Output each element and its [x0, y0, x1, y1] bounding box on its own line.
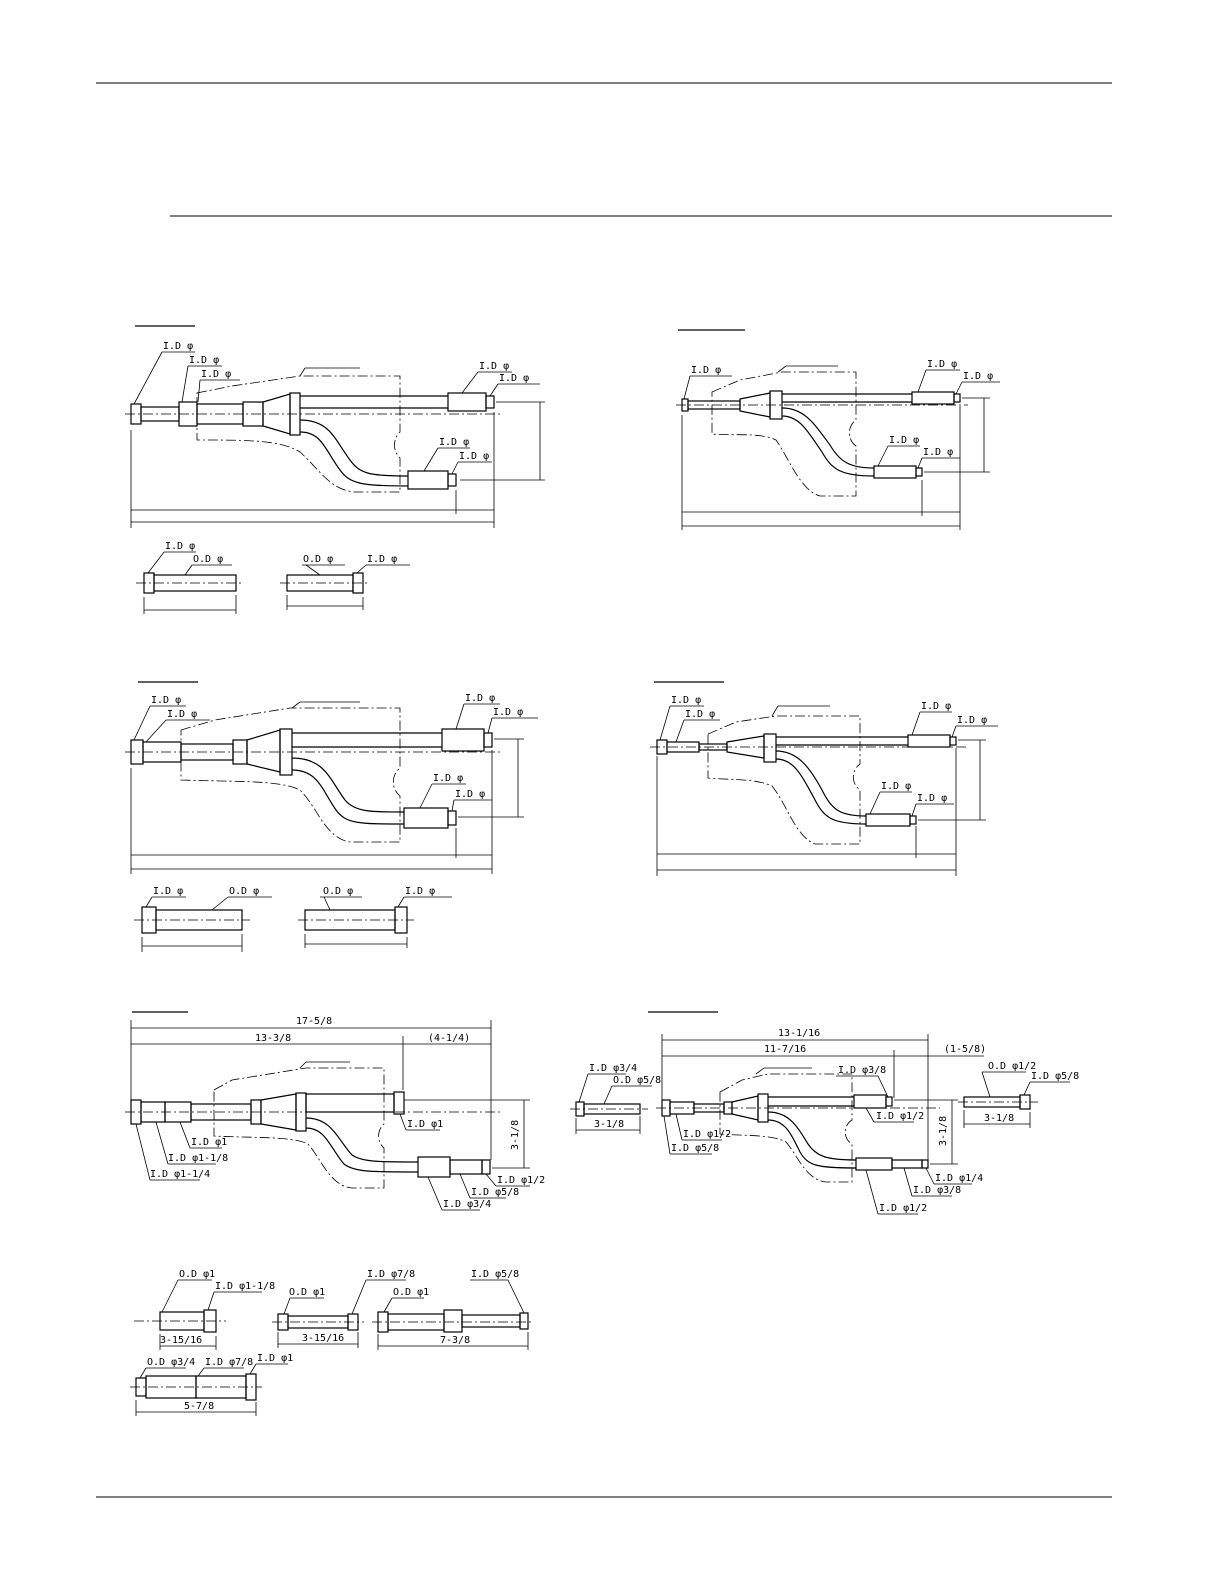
label-id: I.D φ: [163, 341, 193, 352]
reducer4-id1: I.D φ7/8: [205, 1357, 253, 1368]
branch-kit-diagram-1: I.D φ I.D φ I.D φ I.D φ I.D φ I.D φ I.D …: [125, 325, 545, 528]
label-id-1-2-top: I.D φ1/2: [876, 1111, 924, 1122]
left-fitting-length: 3-1/8: [594, 1119, 624, 1130]
reducer1-id: I.D φ1-1/8: [215, 1281, 275, 1292]
label-id-3-8-top: I.D φ3/8: [838, 1065, 886, 1076]
label-id: I.D φ: [963, 371, 993, 382]
label-od: O.D φ: [303, 554, 333, 565]
reducer4-length: 5-7/8: [184, 1401, 214, 1412]
overall-length-dim: 17-5/8: [296, 1016, 332, 1027]
label-id: I.D φ: [499, 373, 529, 384]
left-fitting-id: I.D φ3/4: [589, 1063, 637, 1074]
label-id: I.D φ: [165, 541, 195, 552]
label-od: O.D φ: [229, 886, 259, 897]
overall-length-dim: 13-1/16: [778, 1028, 820, 1039]
label-id: I.D φ: [433, 773, 463, 784]
label-id-3-4: I.D φ3/4: [443, 1199, 491, 1210]
label-id-3-8-bottom: I.D φ3/8: [913, 1185, 961, 1196]
label-id: I.D φ: [455, 789, 485, 800]
branch-kit-diagram-3: I.D φ I.D φ I.D φ I.D φ I.D φ I.D φ: [125, 681, 538, 874]
label-id-1: I.D φ1: [407, 1119, 443, 1130]
label-id: I.D φ: [189, 355, 219, 366]
reducer4-id2: I.D φ1: [257, 1353, 293, 1364]
branch-kit-diagram-2: I.D φ I.D φ I.D φ I.D φ I.D φ: [676, 329, 1000, 530]
reducer-fittings: 3-15/16 O.D φ1 I.D φ1-1/8 3-15/16 O.D φ1…: [130, 1269, 534, 1416]
left-fitting-od: O.D φ5/8: [613, 1075, 661, 1086]
label-id-1-4-bottom: I.D φ1/4: [935, 1173, 983, 1184]
reducer2-id: I.D φ7/8: [367, 1269, 415, 1280]
reducer3-od: O.D φ1: [393, 1287, 429, 1298]
label-id: I.D φ: [367, 554, 397, 565]
reducer2-od: O.D φ1: [289, 1287, 325, 1298]
main-length-dim: 11-7/16: [764, 1044, 806, 1055]
label-id-1-2: I.D φ1/2: [497, 1175, 545, 1186]
label-id: I.D φ: [151, 695, 181, 706]
label-id-1: I.D φ1: [191, 1137, 227, 1148]
label-id-5-8: I.D φ5/8: [471, 1187, 519, 1198]
label-id: I.D φ: [459, 451, 489, 462]
branch-kit-diagram-6: 13-1/16 11-7/16 (1-5/8) 3-1/8 I.D φ3/8 I…: [570, 1011, 1079, 1215]
branch-kit-diagram-5: 17-5/8 13-3/8 (4-1/4) 3-1/8 I.D φ1 I.D φ…: [125, 1011, 545, 1211]
offset-length-dim: (1-5/8): [944, 1044, 986, 1055]
label-id: I.D φ: [923, 447, 953, 458]
reducer2-length: 3-15/16: [302, 1333, 344, 1344]
main-length-dim: 13-3/8: [255, 1033, 291, 1044]
label-id: I.D φ: [167, 709, 197, 720]
label-id: I.D φ: [671, 695, 701, 706]
height-dim: 3-1/8: [510, 1120, 521, 1150]
label-id: I.D φ: [201, 369, 231, 380]
label-od: O.D φ: [193, 554, 223, 565]
reducer3-length: 7-3/8: [440, 1335, 470, 1346]
label-id: I.D φ: [465, 693, 495, 704]
right-fitting-od: O.D φ1/2: [988, 1061, 1036, 1072]
label-id: I.D φ: [927, 359, 957, 370]
label-id: I.D φ: [153, 886, 183, 897]
label-id: I.D φ: [493, 707, 523, 718]
reducer3-id: I.D φ5/8: [471, 1269, 519, 1280]
right-fitting-id: I.D φ5/8: [1031, 1071, 1079, 1082]
reducer4-od: O.D φ3/4: [147, 1357, 195, 1368]
label-id-1-2-left: I.D φ1/2: [683, 1129, 731, 1140]
offset-length-dim: (4-1/4): [428, 1033, 470, 1044]
label-id: I.D φ: [685, 709, 715, 720]
height-dim: 3-1/8: [938, 1116, 949, 1146]
label-id: I.D φ: [439, 437, 469, 448]
label-id: I.D φ: [691, 365, 721, 376]
label-od: O.D φ: [323, 886, 353, 897]
label-id: I.D φ: [889, 435, 919, 446]
label-id: I.D φ: [881, 781, 911, 792]
reducer1-length: 3-15/16: [160, 1335, 202, 1346]
label-id-1-1-4: I.D φ1-1/4: [150, 1169, 210, 1180]
label-id: I.D φ: [479, 361, 509, 372]
branch-kit-diagram-4: I.D φ I.D φ I.D φ I.D φ I.D φ I.D φ: [650, 681, 998, 876]
label-id-5-8-left: I.D φ5/8: [671, 1143, 719, 1154]
right-fitting-length: 3-1/8: [984, 1113, 1014, 1124]
label-id-1-2-bottom: I.D φ1/2: [879, 1203, 927, 1214]
label-id: I.D φ: [957, 715, 987, 726]
label-id: I.D φ: [921, 701, 951, 712]
reducers-diagram-1: I.D φ O.D φ O.D φ I.D φ: [136, 541, 410, 614]
reducer1-od: O.D φ1: [179, 1269, 215, 1280]
label-id-1-1-8: I.D φ1-1/8: [168, 1153, 228, 1164]
reducers-diagram-3: I.D φ O.D φ O.D φ I.D φ: [134, 886, 452, 952]
label-id: I.D φ: [917, 793, 947, 804]
label-id: I.D φ: [405, 886, 435, 897]
